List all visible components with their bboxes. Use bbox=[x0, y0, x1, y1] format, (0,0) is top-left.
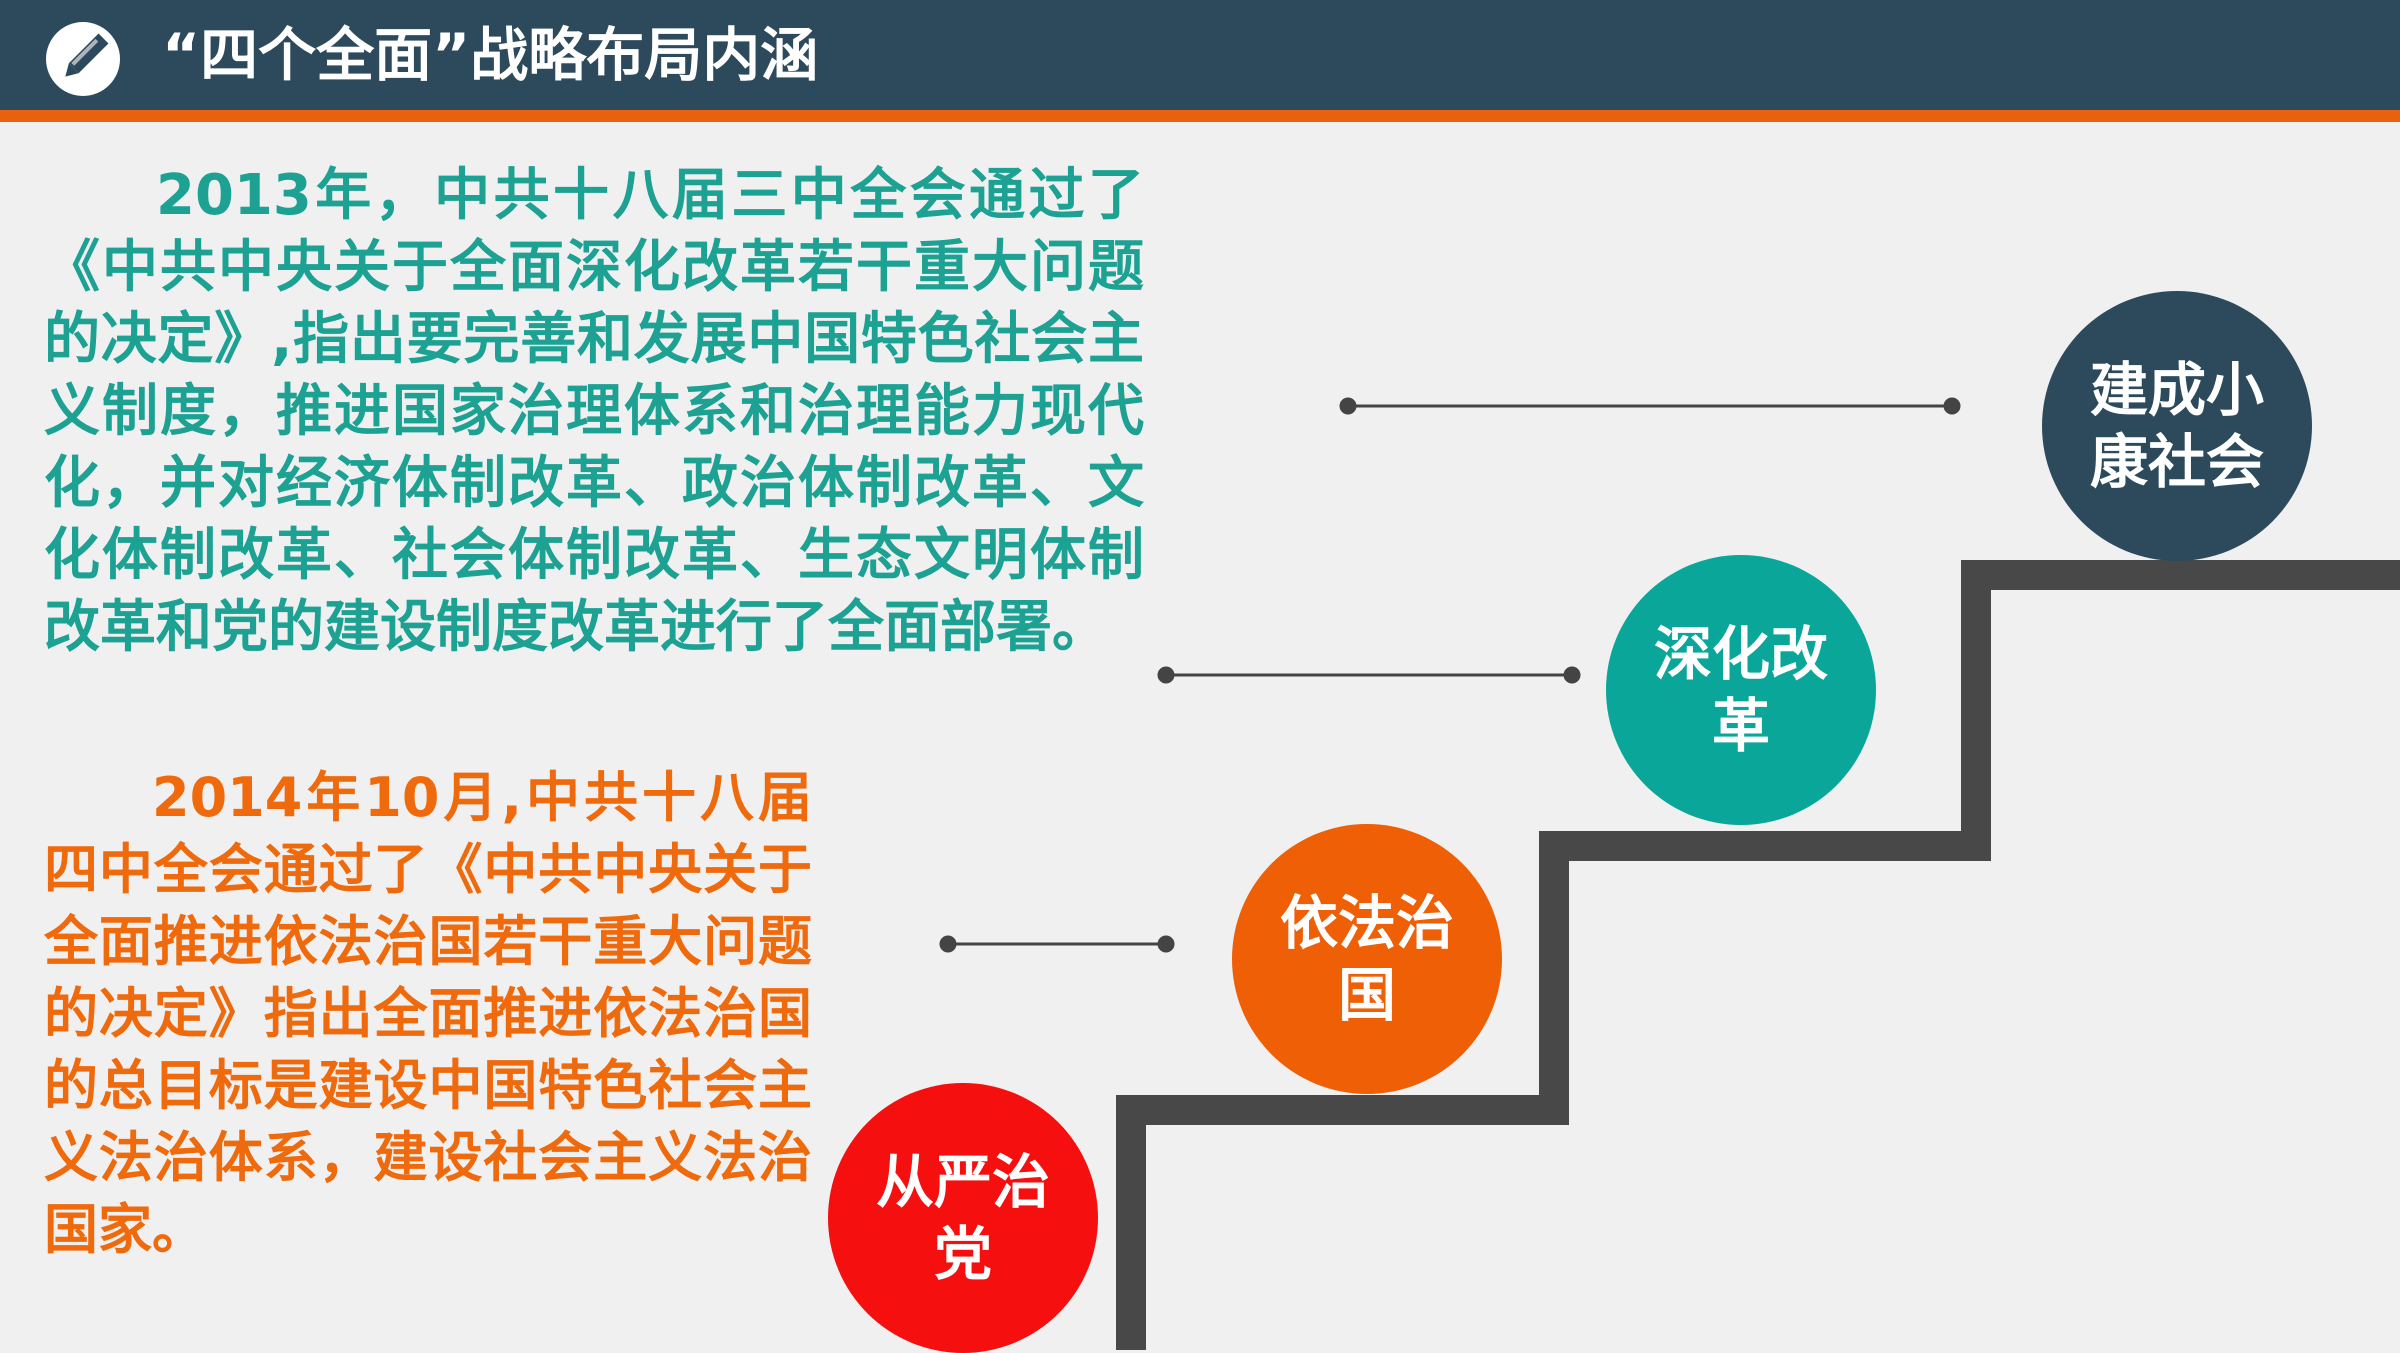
circle-label: 建成小康社会 bbox=[2089, 356, 2264, 496]
circle-moderately-prosperous-society: 建成小康社会 bbox=[2042, 291, 2312, 561]
connector-line-2013 bbox=[1157, 666, 1581, 684]
circle-rule-of-law: 依法治国 bbox=[1232, 824, 1502, 1094]
paragraph-2014-rule-of-law: 2014年10月,中共十八届四中全会通过了《中共中央关于全面推进依法治国若干重大… bbox=[44, 766, 812, 1261]
circle-label: 依法治国 bbox=[1279, 889, 1454, 1029]
circle-label: 深化改革 bbox=[1653, 620, 1828, 760]
pencil-icon bbox=[46, 22, 120, 96]
circle-deepen-reform: 深化改革 bbox=[1606, 555, 1876, 825]
circle-strict-party-governance: 从严治党 bbox=[828, 1083, 1098, 1353]
paragraph-2013-reform: 2013年，中共十八届三中全会通过了《中共中央关于全面深化改革若干重大问题的决定… bbox=[44, 163, 1144, 660]
staircase-line bbox=[1116, 560, 2400, 1350]
header-bar bbox=[0, 0, 2400, 110]
page-title: “四个全面”战略布局内涵 bbox=[162, 21, 819, 89]
header-accent-stripe bbox=[0, 110, 2400, 122]
connector-line-2014 bbox=[939, 935, 1175, 953]
connector-line-top bbox=[1339, 397, 1961, 415]
circle-label: 从严治党 bbox=[875, 1148, 1050, 1288]
